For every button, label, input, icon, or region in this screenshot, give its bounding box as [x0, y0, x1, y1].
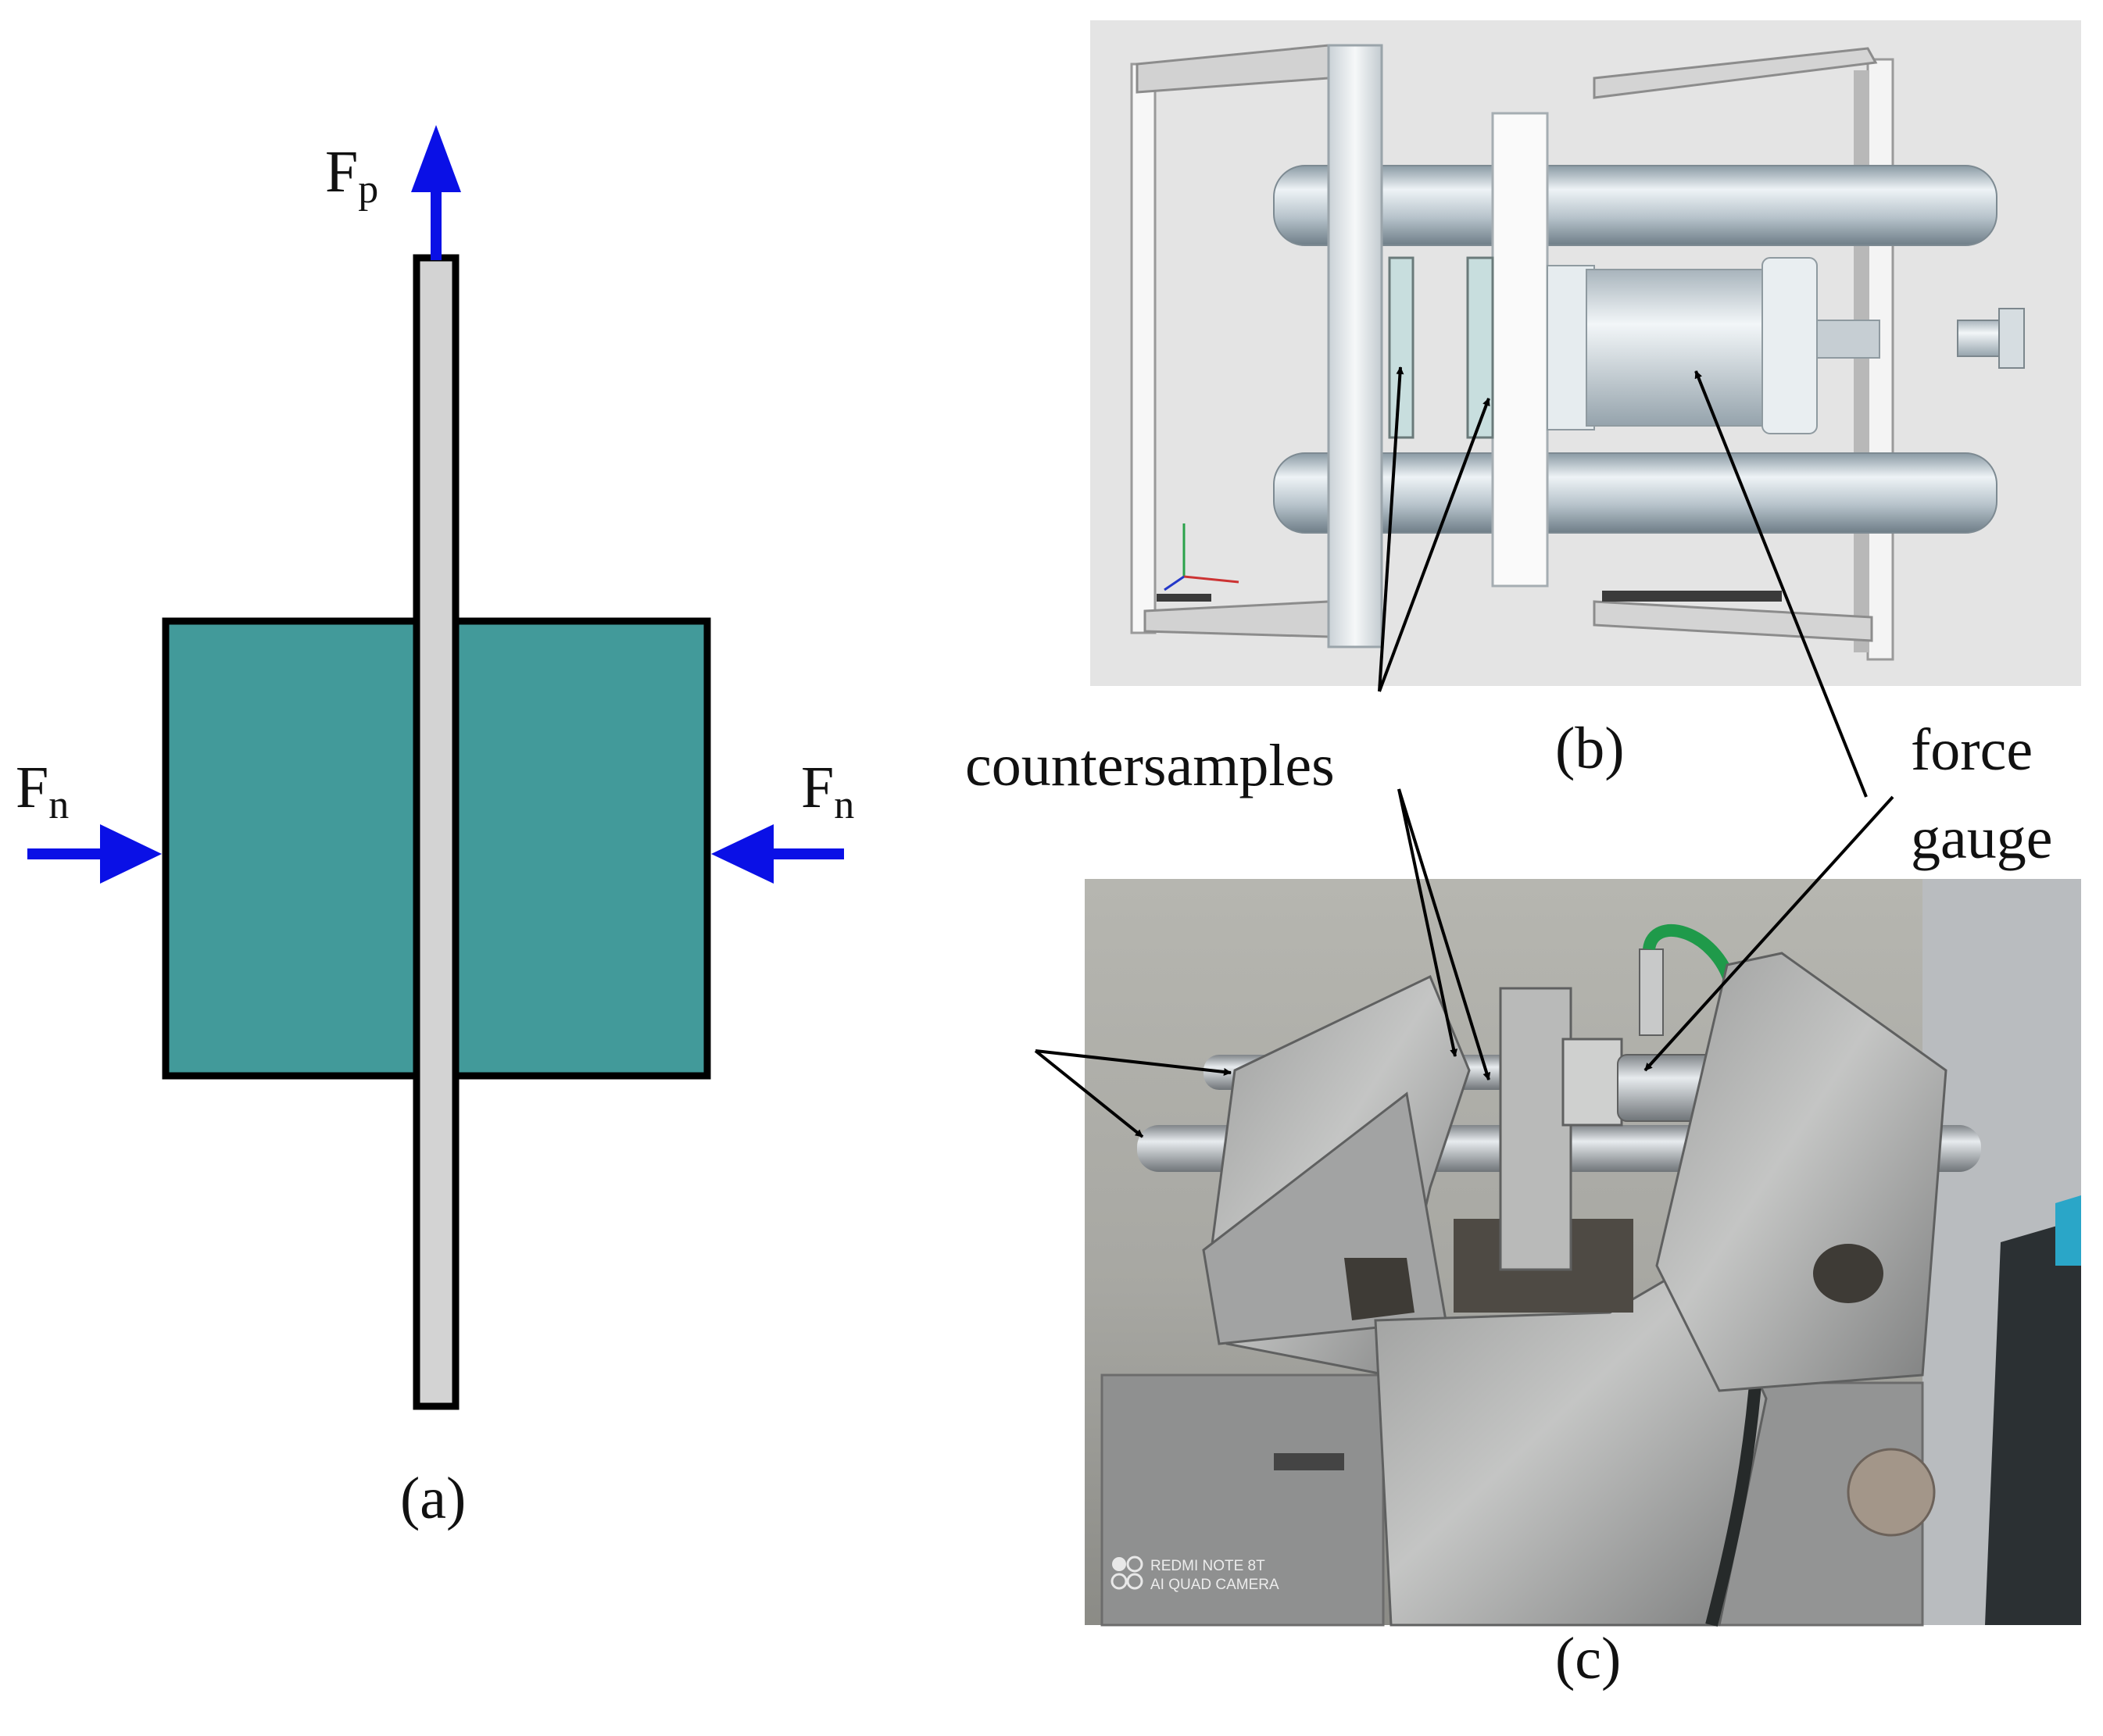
countersample-2: [1466, 256, 1494, 439]
photo-gauge-connector: [1639, 948, 1664, 1036]
watermark-dot-1: [1112, 1557, 1126, 1571]
photo-sliding-plate: [1499, 987, 1572, 1271]
normal-force-arrow-left: [27, 824, 162, 884]
frame-right-wall: [1866, 58, 1894, 661]
watermark-dot-2: [1126, 1556, 1143, 1573]
pull-force-arrow: [411, 125, 461, 260]
photo-green-cable: [1643, 924, 1737, 987]
frame-bottom-right-gusset: [1593, 600, 1873, 642]
sliding-plate: [1491, 112, 1549, 588]
watermark-dot-4: [1126, 1573, 1143, 1590]
guide-rod-bottom: [1273, 452, 1997, 534]
normal-force-label-left: Fn: [16, 755, 70, 827]
panel-b-cad-render: [1090, 20, 2081, 686]
photo-base-left: [1100, 1373, 1385, 1627]
bottom-slot-left: [1157, 594, 1211, 602]
watermark-line-1: REDMI NOTE 8T: [1150, 1558, 1265, 1574]
callout-arrows: [1034, 366, 1894, 1138]
sample-strip: [413, 254, 460, 1410]
bottom-slot: [1602, 591, 1782, 602]
force-gauge-label-line1: force: [1911, 717, 2033, 783]
frame-top-right-gusset: [1593, 47, 1878, 99]
triad-axis-x: [1183, 575, 1239, 584]
arrow-force-gauge-b: [1694, 370, 1868, 798]
guide-rod-top: [1273, 165, 1997, 246]
photo-gauge-block: [1561, 1038, 1623, 1127]
arrow-rod-front: [1034, 1049, 1144, 1138]
photo-base-slot: [1274, 1453, 1344, 1470]
photo-left-hole: [1344, 1258, 1415, 1320]
panel-c-caption: (c): [1555, 1626, 1622, 1691]
arrow-countersample-c2: [1397, 788, 1491, 1081]
gauge-spindle: [1816, 320, 1880, 359]
normal-force-label-right: Fn: [801, 755, 855, 827]
force-gauge-label-line2: gauge: [1911, 805, 2053, 871]
frame-left-wall: [1130, 63, 1157, 634]
watermark-line-2: AI QUAD CAMERA: [1150, 1577, 1279, 1593]
arrow-force-gauge-c: [1643, 795, 1894, 1072]
panel-a-caption: (a): [400, 1466, 467, 1531]
watermark-dot-3: [1111, 1573, 1128, 1590]
panel-b-caption: (b): [1555, 716, 1625, 781]
panel-a-schematic: [27, 125, 844, 1410]
photo-machine-dark: [1985, 1219, 2081, 1625]
photo-right-hole: [1813, 1244, 1883, 1303]
countersamples-label: countersamples: [965, 733, 1335, 798]
photo-knob: [1847, 1448, 1936, 1537]
arrow-countersample-c1: [1397, 788, 1458, 1057]
fixed-plate: [1327, 44, 1383, 648]
adjust-bolt-head: [1998, 308, 2025, 369]
arrow-countersample-b1: [1378, 366, 1404, 692]
countersample-1: [1388, 256, 1415, 439]
force-gauge-body: [1586, 269, 1767, 427]
arrow-rod-back: [1035, 1049, 1232, 1076]
frame-right-wall-shadow: [1854, 70, 1869, 652]
triad-axis-z: [1164, 575, 1185, 591]
normal-force-arrow-right: [711, 824, 844, 884]
pull-force-label: Fp: [325, 139, 379, 212]
gauge-flange: [1761, 257, 1818, 434]
arrow-countersample-b2: [1378, 398, 1490, 692]
panel-c-photo: REDMI NOTE 8T AI QUAD CAMERA: [1085, 879, 2081, 1627]
photo-cyan-strip: [2055, 1195, 2081, 1266]
